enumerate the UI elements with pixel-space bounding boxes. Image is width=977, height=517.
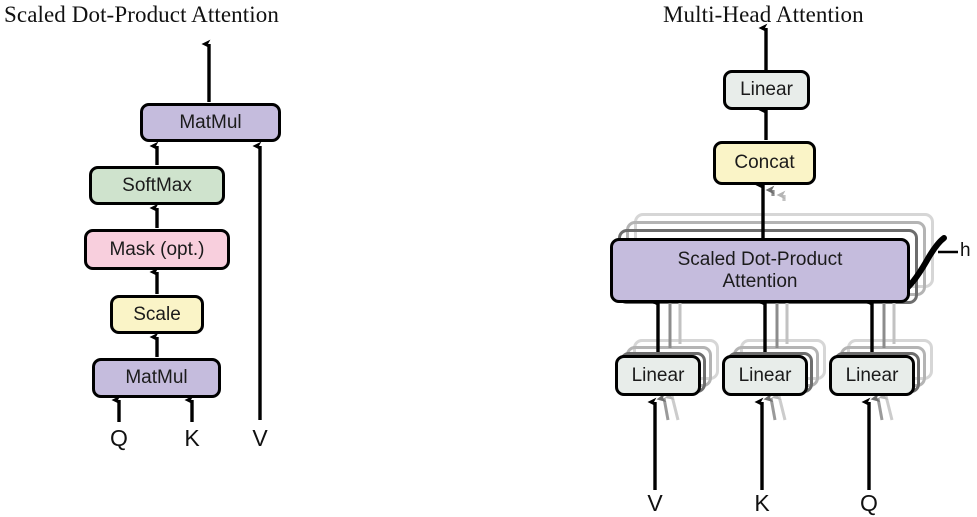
- label-input-v-left: V: [252, 425, 268, 451]
- attention-label-line2: Attention: [722, 270, 798, 292]
- node-linear-q[interactable]: Linear: [829, 355, 915, 396]
- node-concat[interactable]: Concat: [713, 141, 816, 185]
- label-input-k-right: K: [754, 490, 770, 516]
- node-scaled-dot-product-attention[interactable]: Scaled Dot-Product Attention: [610, 238, 910, 303]
- node-linear-v[interactable]: Linear: [615, 355, 701, 396]
- left-panel-title: Scaled Dot-Product Attention: [4, 2, 279, 27]
- label-input-k-left: K: [184, 425, 200, 451]
- label-input-q-left: Q: [110, 425, 128, 451]
- node-mask[interactable]: Mask (opt.): [84, 229, 230, 270]
- label-input-q-right: Q: [860, 490, 878, 516]
- node-linear-k[interactable]: Linear: [722, 355, 808, 396]
- right-panel-title: Multi-Head Attention: [663, 2, 864, 27]
- node-matmul-top[interactable]: MatMul: [140, 103, 281, 142]
- label-head-count-h: h: [960, 240, 971, 261]
- node-scale[interactable]: Scale: [110, 295, 204, 334]
- node-softmax[interactable]: SoftMax: [89, 166, 225, 205]
- label-input-v-right: V: [647, 490, 663, 516]
- node-matmul-bottom[interactable]: MatMul: [92, 358, 221, 398]
- node-linear-output[interactable]: Linear: [723, 70, 810, 110]
- attention-label-line1: Scaled Dot-Product: [677, 249, 843, 271]
